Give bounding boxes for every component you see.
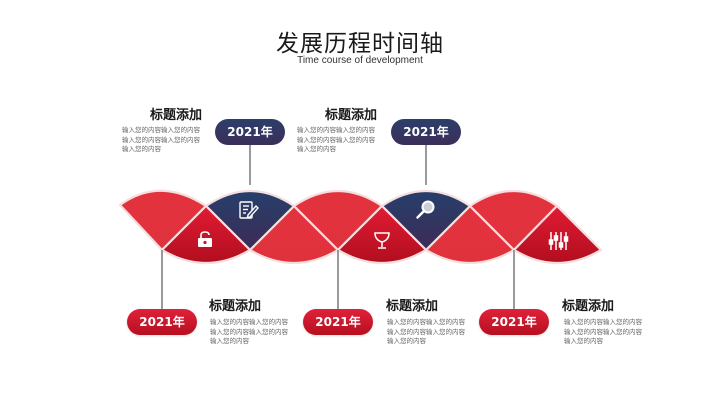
connector-line: [161, 250, 163, 310]
connector-line: [513, 250, 515, 310]
trophy-icon: [374, 232, 390, 249]
connector-line: [337, 250, 339, 310]
milestone-title: 标题添加: [209, 299, 262, 314]
connector-line: [249, 145, 251, 185]
milestone-description: 输入您的内容输入您的内容输入您的内容输入您的内容输入您的内容: [297, 126, 375, 153]
milestone-description: 输入您的内容输入您的内容输入您的内容输入您的内容输入您的内容: [210, 318, 288, 345]
year-badge: 2021年: [391, 119, 461, 145]
milestone-description: 输入您的内容输入您的内容输入您的内容输入您的内容输入您的内容: [387, 318, 465, 345]
year-badge: 2021年: [479, 309, 549, 335]
edit-document-icon: [239, 201, 259, 219]
milestone-title: 标题添加: [562, 299, 615, 314]
page-title: 发展历程时间轴: [276, 31, 444, 57]
connector-line: [425, 145, 427, 185]
year-badge: 2021年: [127, 309, 197, 335]
milestone-title: 标题添加: [386, 299, 439, 314]
milestone-description: 输入您的内容输入您的内容输入您的内容输入您的内容输入您的内容: [122, 126, 200, 153]
page-subtitle: Time course of development: [297, 55, 423, 66]
search-icon: [416, 200, 435, 219]
sliders-icon: [548, 232, 569, 250]
year-badge: 2021年: [215, 119, 285, 145]
milestone-title: 标题添加: [150, 108, 203, 123]
year-badge: 2021年: [303, 309, 373, 335]
milestone-description: 输入您的内容输入您的内容输入您的内容输入您的内容输入您的内容: [564, 318, 642, 345]
unlock-icon: [198, 231, 212, 247]
milestone-title: 标题添加: [325, 108, 378, 123]
